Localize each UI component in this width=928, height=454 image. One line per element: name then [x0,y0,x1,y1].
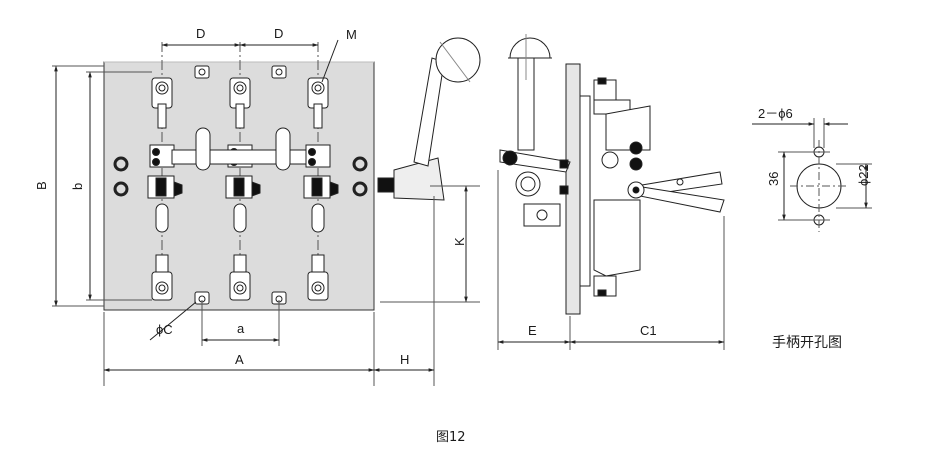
handle-stem [377,177,395,193]
cutout-label-center: ϕ22 [856,164,871,186]
side-view [497,34,725,350]
handle-knob [435,37,481,83]
side-hole [113,181,129,197]
dim-label-d1: D [196,26,205,41]
dim-label-b-lower: b [70,183,85,190]
dim-label-b-upper: B [34,181,49,190]
dim-label-d2: D [274,26,283,41]
dim-label-phic: ϕC [156,322,173,337]
top-tab [271,65,287,79]
pole-1 [147,42,183,301]
side-hole [113,156,129,172]
pole-2 [225,42,261,301]
dim-label-e: E [528,323,537,338]
dim-label-a-upper: A [235,352,244,367]
dim-label-c1: C1 [640,323,657,338]
handle-lever [413,57,445,167]
side-hole [352,156,368,172]
cutout-label-holes: 2－ϕ6 [758,106,793,121]
dimension-lines [52,39,480,386]
figure-caption: 图12 [436,430,466,445]
cutout-title: 手柄开孔图 [772,335,842,351]
front-view [52,37,481,386]
dim-label-h: H [400,352,409,367]
top-tab [194,65,210,79]
dim-label-a-lower: a [237,321,245,336]
cutout-view [752,118,872,232]
pole-3 [303,42,339,301]
side-hole [352,181,368,197]
dim-label-m: M [346,27,357,42]
dim-label-k: K [452,237,467,246]
handle-body [393,157,445,201]
cutout-label-spacing: 36 [766,172,781,186]
